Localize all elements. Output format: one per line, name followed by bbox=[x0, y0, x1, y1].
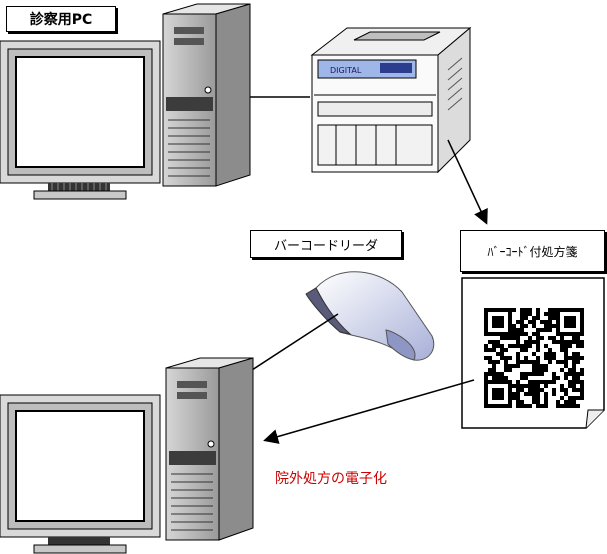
barcode-reader bbox=[305, 271, 435, 361]
top-monitor bbox=[0, 40, 161, 200]
qr-code bbox=[484, 308, 584, 408]
barcode-reader-label: バーコードリーダ bbox=[250, 230, 402, 258]
qr-finder-pattern bbox=[492, 388, 504, 400]
caption: 院外処方の電子化 bbox=[275, 471, 387, 487]
qr-finder-pattern bbox=[492, 316, 504, 328]
scan-arrow bbox=[263, 379, 475, 444]
prescription-label: ﾊﾞｰｺｰﾄﾞ付処方箋 bbox=[460, 230, 605, 272]
top-tower bbox=[162, 3, 251, 187]
pc-label: 診察用PC bbox=[6, 6, 116, 32]
reader-connector bbox=[251, 313, 339, 371]
printer: DIGITAL bbox=[310, 26, 472, 174]
printer-side-vents bbox=[447, 57, 463, 111]
printer-panel-text: DIGITAL bbox=[330, 66, 362, 75]
top-monitor-stand-vents bbox=[51, 183, 107, 191]
bottom-monitor bbox=[0, 394, 161, 554]
print-arrow bbox=[447, 139, 488, 225]
qr-finder-pattern bbox=[564, 316, 576, 328]
bottom-tower bbox=[165, 357, 254, 541]
